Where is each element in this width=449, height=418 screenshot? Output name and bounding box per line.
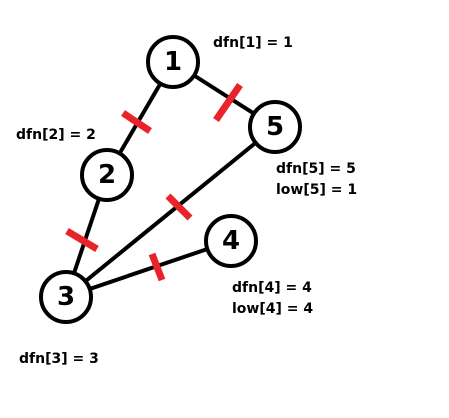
node-4: 4 [204,214,258,268]
annotation-dfn-4: dfn[4] = 4 [232,280,312,296]
edge-3-4 [65,239,232,299]
node-4-circle [204,214,258,268]
node-1: 1 [146,35,200,89]
annotation-low-4: low[4] = 4 [232,301,313,317]
node-5: 5 [248,100,302,154]
node-3-label: 3 [57,282,75,312]
annotation-low-5: low[5] = 1 [276,182,357,198]
annotation-dfn-3: dfn[3] = 3 [19,351,99,367]
node-3-circle [39,270,93,324]
annotation-dfn-5: dfn[5] = 5 [276,161,356,177]
node-3: 3 [39,270,93,324]
edge-3-5 [64,125,277,299]
node-5-circle [248,100,302,154]
node-4-label: 4 [222,226,240,256]
cut-mark-1-2 [121,110,152,134]
cut-mark-3-4 [148,252,166,282]
cut-marks [65,83,243,282]
cut-mark-1-5 [213,83,243,122]
node-2-label: 2 [98,160,116,190]
node-1-circle [146,35,200,89]
annotation-dfn-1: dfn[1] = 1 [213,35,293,51]
annotation-dfn-2: dfn[2] = 2 [16,127,96,143]
cut-mark-2-3 [65,227,99,253]
cut-mark-3-5 [165,193,193,221]
node-2: 2 [80,148,134,202]
node-1-label: 1 [164,47,182,77]
node-2-circle [80,148,134,202]
node-5-label: 5 [266,112,284,142]
